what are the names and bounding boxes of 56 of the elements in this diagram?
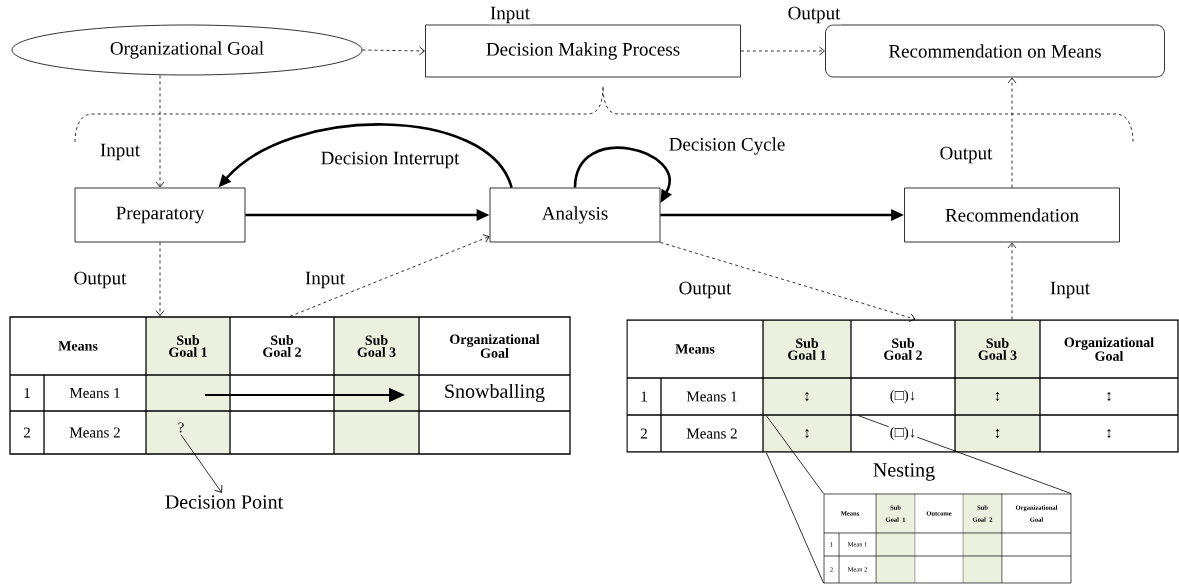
cell-text: ? <box>178 422 184 433</box>
column-header: Means <box>58 341 98 351</box>
column-header: Organizational Goal <box>450 334 540 358</box>
column-header: Sub Goal 2 <box>263 335 301 357</box>
edge-label: Input <box>98 142 142 162</box>
edge-label: Input <box>303 270 347 290</box>
stage-box: Preparatory <box>74 187 246 243</box>
cell-text: Means 2 <box>69 427 120 438</box>
edge-label: Input <box>488 5 532 25</box>
edge-label: Output <box>72 270 128 290</box>
edge-label: Output <box>677 280 733 300</box>
stage-box: Recommendation <box>904 187 1120 243</box>
cell-text: Means 1 <box>69 387 120 398</box>
edge-label: Input <box>1048 280 1092 300</box>
arrow <box>180 434 223 493</box>
node-label: Nesting <box>873 463 935 481</box>
arrow <box>289 234 490 317</box>
arrow <box>660 242 916 322</box>
edge-label: Decision Cycle <box>667 136 787 156</box>
arrow <box>1007 77 1017 188</box>
cell-text: Means 1 <box>686 391 737 402</box>
callout-text: Decision Point <box>165 495 284 509</box>
arrow <box>155 75 165 188</box>
cell-text: ↕ <box>1107 429 1111 438</box>
row-number: 1 <box>641 391 647 402</box>
cell-text: (□)↓ <box>888 425 918 442</box>
cell-text: ↕ <box>805 429 809 438</box>
edge-label: Decision Interrupt <box>319 150 461 170</box>
edge-label: Output <box>786 5 842 25</box>
edge-label: Output <box>938 145 994 165</box>
arrow <box>740 46 825 56</box>
cell-text: (□)↓ <box>888 388 918 405</box>
arrow <box>362 46 425 56</box>
column-header: Means <box>675 344 715 354</box>
column-header: Sub Goal 3 <box>357 335 396 357</box>
cell-text: ↕ <box>995 429 1000 438</box>
column-header: Organizational Goal <box>1064 337 1154 361</box>
arrow <box>155 242 165 317</box>
column-header: Sub Goal 1 <box>788 338 826 360</box>
cell-text: ↕ <box>995 392 1000 401</box>
row-number: 2 <box>23 427 30 438</box>
column-header: Sub Goal 1 <box>169 335 207 357</box>
process-box: Decision Making Process <box>425 24 741 78</box>
row-number: 2 <box>640 428 647 439</box>
table <box>9 316 571 455</box>
table <box>626 319 1179 453</box>
column-header: Sub Goal 3 <box>978 338 1017 360</box>
arrow <box>1007 242 1017 320</box>
cell-text: Snowballing <box>445 383 545 403</box>
row-number: 1 <box>24 388 30 398</box>
cell-text: ↕ <box>805 392 809 401</box>
cell-text: Means 2 <box>686 428 737 439</box>
result-box: Recommendation on Means <box>825 24 1165 78</box>
column-header: Sub Goal 2 <box>884 338 922 360</box>
stage-box: Analysis <box>489 187 661 243</box>
cell-text: ↕ <box>1107 392 1111 401</box>
